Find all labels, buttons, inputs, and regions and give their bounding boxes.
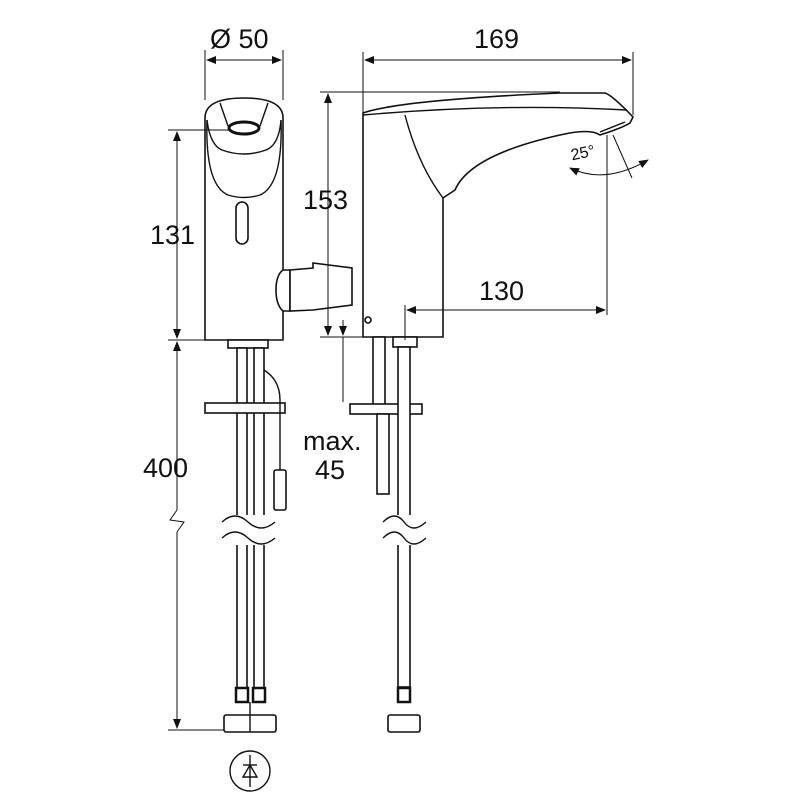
front-knob xyxy=(275,269,291,312)
sensor-cable xyxy=(263,369,281,480)
front-sensor-slot xyxy=(235,201,249,245)
side-tailpiece xyxy=(372,336,386,408)
front-connector xyxy=(289,262,353,312)
max-value-label: 45 xyxy=(315,455,346,485)
side-spout-underside xyxy=(404,114,444,199)
side-sensor xyxy=(364,316,372,324)
check-valve-symbol xyxy=(229,750,271,792)
front-spout-bowl xyxy=(206,119,282,155)
outlet-height-label: 131 xyxy=(150,220,196,250)
side-body xyxy=(362,92,634,338)
sensor-plug xyxy=(273,469,287,511)
dimension-lines xyxy=(168,50,649,731)
side-nut xyxy=(387,714,421,733)
front-bracket xyxy=(204,402,286,414)
hose-length-label: 400 xyxy=(143,453,189,483)
front-view xyxy=(204,97,353,733)
side-bracket xyxy=(349,403,423,415)
reach-label: 130 xyxy=(479,276,525,306)
side-rod xyxy=(376,413,390,495)
diameter-label: Ø 50 xyxy=(210,24,269,54)
side-view xyxy=(349,92,634,733)
total-length-label: 169 xyxy=(474,24,520,54)
max-label: max. xyxy=(303,426,362,456)
aerator xyxy=(227,120,261,136)
spout-height-label: 153 xyxy=(303,185,349,215)
